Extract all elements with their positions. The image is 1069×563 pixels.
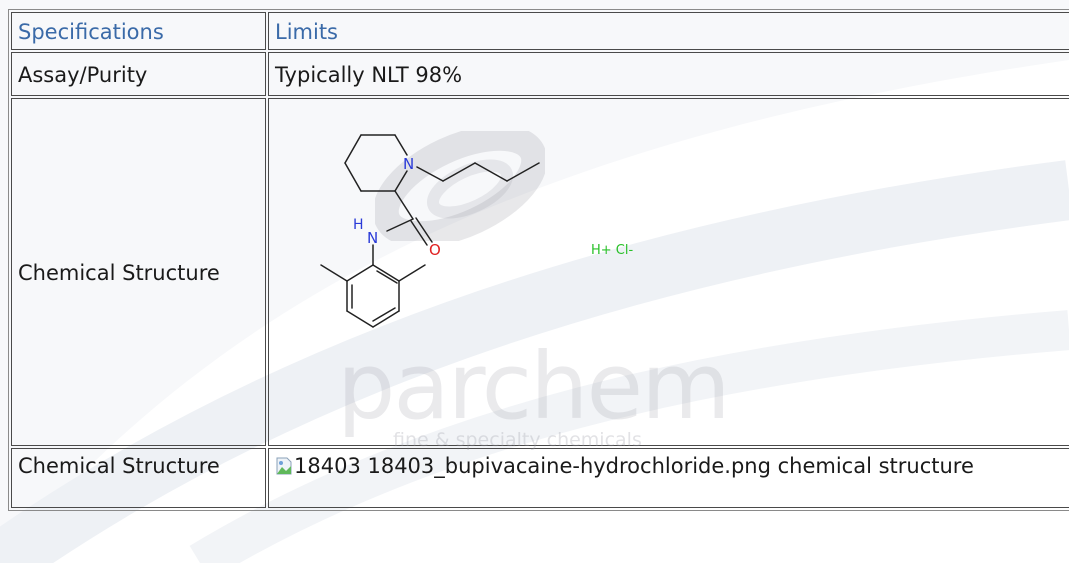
salt-label: H+ Cl- <box>591 243 633 258</box>
table-row: Assay/Purity Typically NLT 98% <box>11 52 1069 96</box>
spec-chemical-structure: Chemical Structure <box>11 98 266 446</box>
bupivacaine-structure-drawing: N N H O H+ Cl- <box>320 134 633 328</box>
broken-image-icon <box>276 457 292 475</box>
table-row: Chemical Structure 18403 18403_bupivacai… <box>11 448 1069 508</box>
spec-assay-purity: Assay/Purity <box>11 52 266 96</box>
spec-chemical-structure-2: Chemical Structure <box>11 448 266 508</box>
broken-image-alt-text: 18403 18403_bupivacaine-hydrochloride.pn… <box>294 454 974 478</box>
header-limits: Limits <box>268 12 1069 50</box>
header-specifications: Specifications <box>11 12 266 50</box>
table-row: Chemical Structure parchem fine & specia… <box>11 98 1069 451</box>
atom-nitrogen-ring: N <box>403 155 414 173</box>
parchem-logo-icon <box>375 131 545 241</box>
specifications-table: Specifications Limits Assay/Purity Typic… <box>8 9 1069 511</box>
watermark-tagline: fine & specialty chemicals <box>393 429 642 451</box>
atom-nitrogen-amide: N <box>367 229 378 247</box>
atom-hydrogen: H <box>353 217 364 233</box>
limit-assay-purity: Typically NLT 98% <box>268 52 1069 96</box>
broken-image-cell: 18403 18403_bupivacaine-hydrochloride.pn… <box>268 448 1069 508</box>
table-header-row: Specifications Limits <box>11 12 1069 50</box>
chemical-structure-cell: parchem fine & specialty chemicals <box>268 98 1069 451</box>
chemical-structure-image: parchem fine & specialty chemicals <box>275 101 1069 451</box>
atom-oxygen: O <box>429 241 441 259</box>
watermark-brand: parchem <box>337 333 731 440</box>
